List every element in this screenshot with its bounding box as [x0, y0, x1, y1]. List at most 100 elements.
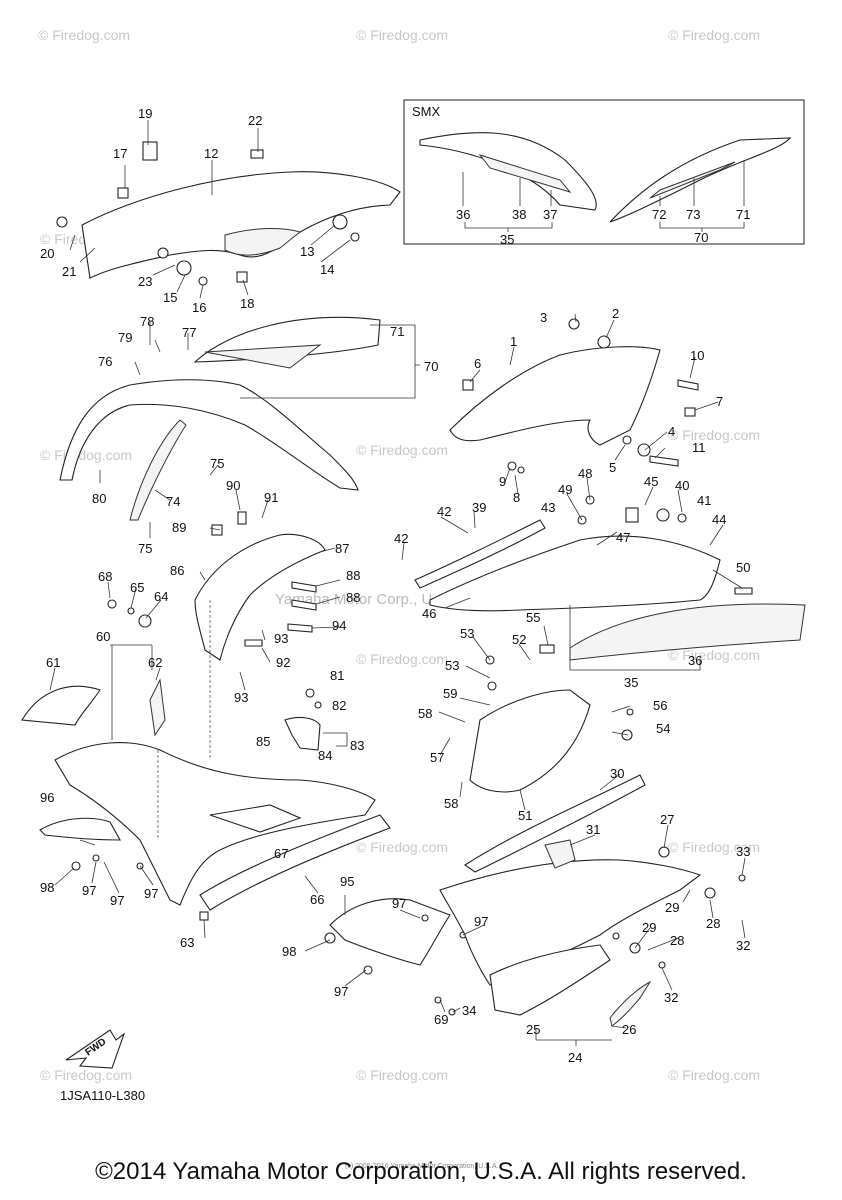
callout-32b: 32: [664, 990, 678, 1005]
callout-98: 98: [40, 880, 54, 895]
callout-83: 83: [350, 738, 364, 753]
callout-98b: 98: [282, 944, 296, 959]
callout-11: 11: [692, 440, 706, 455]
svg-text:© Firedog.com: © Firedog.com: [40, 1067, 132, 1083]
callout-39: 39: [472, 500, 486, 515]
callout-13: 13: [300, 244, 314, 259]
callout-68: 68: [98, 569, 112, 584]
callout-88: 88: [346, 568, 360, 583]
svg-text:© Firedog.com: © Firedog.com: [38, 27, 130, 43]
callout-17: 17: [113, 146, 127, 161]
callout-8: 8: [513, 490, 520, 505]
callout-96: 96: [40, 790, 54, 805]
small-covers: [39, 817, 467, 1016]
callout-74: 74: [166, 494, 180, 509]
callout-33: 33: [736, 844, 750, 859]
callout-38: 38: [512, 207, 526, 222]
svg-text:© Firedog.com: © Firedog.com: [356, 839, 448, 855]
callout-14: 14: [320, 262, 334, 277]
fwd-arrow: FWD: [65, 1029, 126, 1069]
callout-97d: 97: [392, 896, 406, 911]
callout-97b: 97: [110, 893, 124, 908]
callout-4: 4: [668, 424, 675, 439]
copyright-footer: ©2014 Yamaha Motor Corporation, U.S.A. A…: [95, 1158, 747, 1185]
callout-26: 26: [622, 1022, 636, 1037]
callout-3: 3: [540, 310, 547, 325]
callout-48: 48: [578, 466, 592, 481]
callout-73: 73: [686, 207, 700, 222]
callout-40: 40: [675, 478, 689, 493]
callout-18: 18: [240, 296, 254, 311]
callout-85: 85: [256, 734, 270, 749]
callout-59: 59: [443, 686, 457, 701]
callout-44: 44: [712, 512, 726, 527]
callout-79: 79: [118, 330, 132, 345]
callout-55: 55: [526, 610, 540, 625]
callout-41: 41: [697, 493, 711, 508]
callout-30: 30: [610, 766, 624, 781]
callout-70-inset: 70: [694, 230, 708, 245]
callout-49: 49: [558, 482, 572, 497]
callout-62: 62: [148, 655, 162, 670]
svg-text:© Firedog.com: © Firedog.com: [40, 447, 132, 463]
callout-84: 84: [318, 748, 332, 763]
callout-37: 37: [543, 207, 557, 222]
callout-labels: 19 17 12 22 20 21 23 15 16 18 13 14 36 3…: [40, 106, 750, 1065]
diagram-code: 1JSA110-L380: [60, 1088, 145, 1103]
callout-36-inset: 36: [456, 207, 470, 222]
callout-22: 22: [248, 113, 262, 128]
svg-text:© Firedog.com: © Firedog.com: [356, 1067, 448, 1083]
callout-36: 36: [688, 653, 702, 668]
callout-78: 78: [140, 314, 154, 329]
callout-58: 58: [418, 706, 432, 721]
callout-69: 69: [434, 1012, 448, 1027]
callout-46: 46: [422, 606, 436, 621]
callout-87: 87: [335, 541, 349, 556]
callout-81: 81: [330, 668, 344, 683]
callout-60: 60: [96, 629, 110, 644]
callout-45: 45: [644, 474, 658, 489]
callout-57: 57: [430, 750, 444, 765]
svg-text:SMX: SMX: [412, 104, 441, 119]
callout-76: 76: [98, 354, 112, 369]
callout-24: 24: [568, 1050, 582, 1065]
svg-text:© Firedog.com: © Firedog.com: [668, 647, 760, 663]
callout-94: 94: [332, 618, 346, 633]
callout-95: 95: [340, 874, 354, 889]
callout-65: 65: [130, 580, 144, 595]
svg-text:© Firedog.com: © Firedog.com: [668, 27, 760, 43]
copyright-small: (c) 2005-2016 Yamaha Motor Corporation, …: [345, 1163, 498, 1170]
callout-29b: 29: [642, 920, 656, 935]
callout-34: 34: [462, 1003, 476, 1018]
callout-64: 64: [154, 589, 168, 604]
callout-28: 28: [706, 916, 720, 931]
callout-1: 1: [510, 334, 517, 349]
callout-91: 91: [264, 490, 278, 505]
callout-54: 54: [656, 721, 670, 736]
callout-25: 25: [526, 1022, 540, 1037]
callout-88b: 88: [346, 590, 360, 605]
callout-51: 51: [518, 808, 532, 823]
callout-86: 86: [170, 563, 184, 578]
callout-71-inset: 71: [736, 207, 750, 222]
callout-32: 32: [736, 938, 750, 953]
callout-35: 35: [624, 675, 638, 690]
callout-10: 10: [690, 348, 704, 363]
callout-71: 71: [390, 324, 404, 339]
callout-63: 63: [180, 935, 194, 950]
inner-panel-86: [194, 511, 326, 661]
callout-75b: 75: [138, 541, 152, 556]
svg-text:© Firedog.com: © Firedog.com: [668, 427, 760, 443]
svg-text:Yamaha Motor Corp., U.S.A.: Yamaha Motor Corp., U.S.A.: [275, 591, 465, 608]
callout-56: 56: [653, 698, 667, 713]
callout-47: 47: [616, 530, 630, 545]
callout-53b: 53: [445, 658, 459, 673]
callout-72: 72: [652, 207, 666, 222]
callout-77: 77: [182, 325, 196, 340]
side-cover-12: [56, 141, 401, 286]
callout-93b: 93: [234, 690, 248, 705]
callout-12: 12: [204, 146, 218, 161]
callout-19: 19: [138, 106, 152, 121]
callout-58b: 58: [444, 796, 458, 811]
